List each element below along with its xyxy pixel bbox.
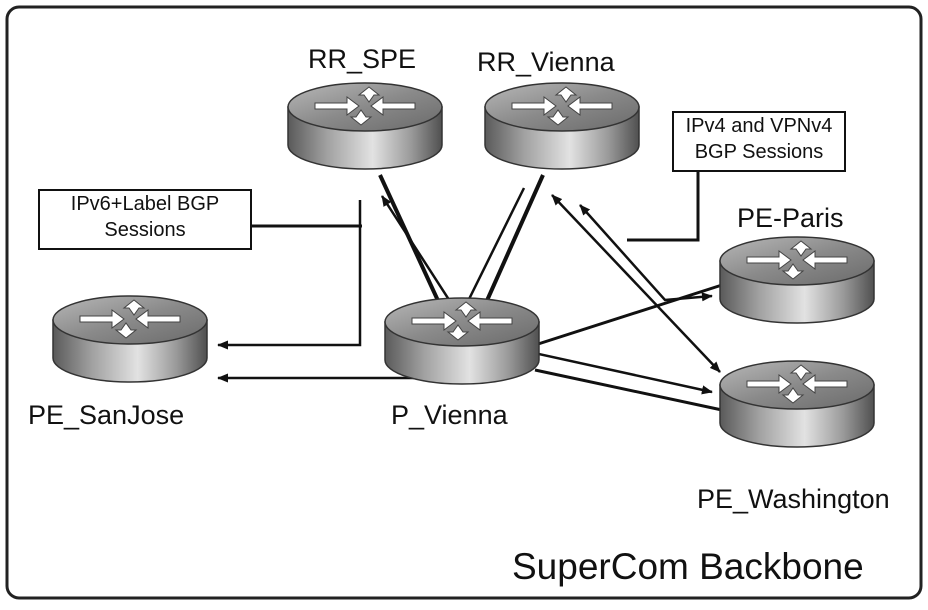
router-label-pe-washington: PE_Washington xyxy=(697,484,890,514)
callout-ipv6-label-sessions: IPv6+Label BGP Sessions xyxy=(38,189,252,250)
callout-line: Sessions xyxy=(104,219,186,241)
diagram-title: SuperCom Backbone xyxy=(512,546,864,587)
router-label-p-vienna: P_Vienna xyxy=(391,400,508,430)
router-icon xyxy=(384,297,540,385)
router-icon xyxy=(719,236,875,324)
callout-line: IPv6+Label BGP xyxy=(70,193,220,215)
callout-ipv4-vpnv4-sessions: IPv4 and VPNv4 BGP Sessions xyxy=(672,111,846,172)
callout-line: IPv4 and VPNv4 xyxy=(685,115,833,137)
router-icon xyxy=(719,360,875,448)
router-icon xyxy=(287,82,443,170)
router-label-rr-vienna: RR_Vienna xyxy=(477,47,615,77)
router-label-pe-paris: PE-Paris xyxy=(737,203,844,233)
session-rrspe-sanjose xyxy=(217,200,362,350)
router-label-pe-sanjose: PE_SanJose xyxy=(28,400,185,430)
router-icon xyxy=(52,295,208,383)
router-label-rr-spe: RR_SPE xyxy=(308,44,417,74)
router-icon xyxy=(484,82,640,170)
callout-line: BGP Sessions xyxy=(694,141,824,163)
